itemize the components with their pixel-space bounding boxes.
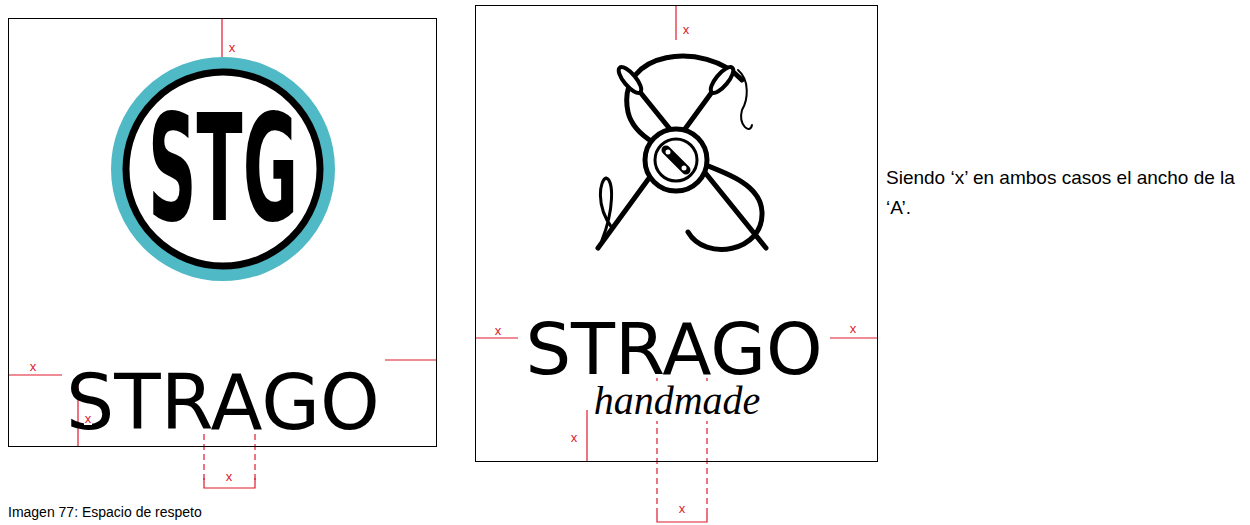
dimension-label: x [84,412,93,425]
spacing-lines [8,5,878,522]
dimension-label: x [494,324,503,337]
brand-name: STRAGO [66,365,380,441]
dimension-label: x [225,470,234,483]
brand-name: STRAGO [525,313,822,385]
note: Siendo ‘x’ en ambos casos el ancho de la… [886,163,1236,223]
dimension-label: x [29,360,38,373]
logo-frame: STRAGOhandmade [475,5,878,462]
dimension-label: x [849,322,858,335]
tagline: handmade [591,381,764,421]
monogram: STG [148,95,298,244]
dimension-label: x [228,41,237,54]
monogram-circle: STG [111,57,335,281]
dimension-label: x [682,23,691,36]
dimension-label: x [678,502,687,515]
sewing-logo [598,56,766,249]
caption: Imagen 77: Espacio de respeto [8,505,202,519]
dimension-label: x [570,431,579,444]
logo-frame: STRAGO STG [8,18,437,447]
